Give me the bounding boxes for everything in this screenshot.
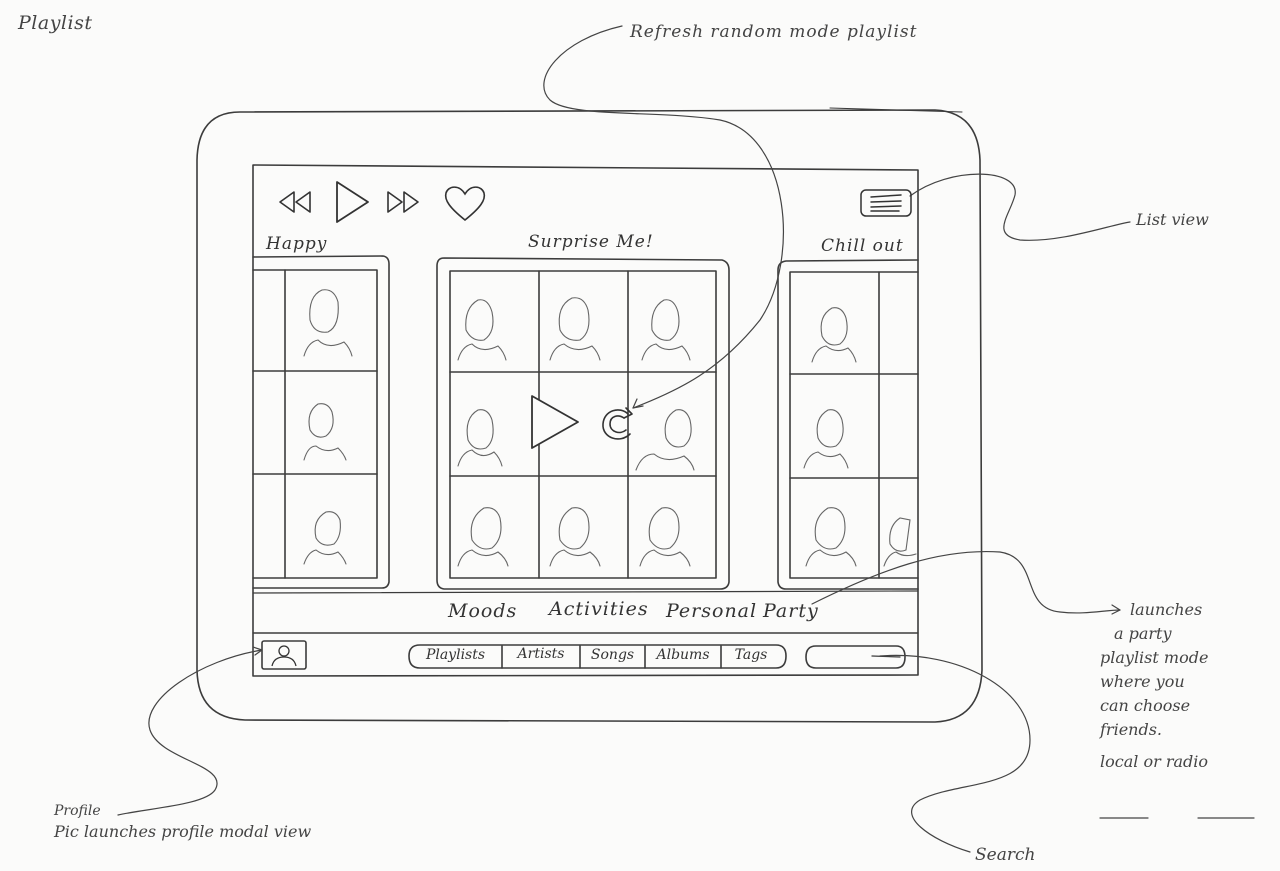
playlist-title-chill-out[interactable]: Chill out: [821, 236, 904, 256]
playlist-title-surprise-me[interactable]: Surprise Me!: [528, 232, 654, 252]
refresh-leader: [543, 25, 784, 409]
list-view-leader: [909, 173, 1131, 241]
play-icon[interactable]: [332, 178, 372, 226]
party-note-radio: radio: [1165, 752, 1209, 771]
screen-frame: [252, 164, 919, 677]
tab-songs[interactable]: Songs: [590, 647, 635, 663]
fast-forward-icon[interactable]: [384, 188, 424, 216]
category-moods[interactable]: Moods: [448, 600, 518, 622]
playlist-title-happy[interactable]: Happy: [266, 234, 328, 254]
party-leader: [811, 550, 1121, 614]
party-note-line-4: where you: [1100, 672, 1185, 691]
player-controls: [276, 178, 491, 226]
heart-icon[interactable]: [442, 182, 488, 224]
search-input[interactable]: [810, 648, 874, 666]
party-note-line-2: a party: [1114, 624, 1172, 643]
party-note-or: or: [1143, 752, 1161, 771]
refresh-annotation: Refresh random mode playlist: [630, 22, 918, 42]
category-party[interactable]: Party: [763, 600, 819, 622]
page-title: Playlist: [18, 12, 93, 34]
party-note-line-1: launches: [1130, 600, 1203, 619]
list-view-icon[interactable]: [859, 188, 913, 218]
playlist-card-happy[interactable]: [253, 257, 389, 588]
library-tab-bar: Playlists Artists Songs Albums Tags: [409, 645, 786, 668]
tab-tags[interactable]: Tags: [734, 647, 768, 663]
party-note-line-5: can choose: [1100, 696, 1191, 715]
category-activities[interactable]: Activities: [549, 598, 649, 620]
party-note-modes: local or radio: [1100, 750, 1275, 774]
profile-leader: [117, 649, 263, 816]
refresh-icon[interactable]: [596, 402, 640, 446]
profile-annotation-title: Profile: [54, 803, 101, 819]
tab-artists[interactable]: Artists: [517, 646, 565, 662]
profile-avatar-icon[interactable]: [262, 641, 306, 669]
category-personal[interactable]: Personal: [666, 600, 758, 622]
tablet-frame: [196, 109, 983, 723]
search-annotation: Search: [975, 845, 1036, 865]
rewind-icon[interactable]: [276, 188, 316, 216]
party-annotation: launches a party playlist mode where you…: [1100, 598, 1275, 774]
tab-playlists[interactable]: Playlists: [425, 647, 486, 663]
list-view-annotation: List view: [1136, 210, 1209, 229]
search-leader: [879, 654, 1031, 853]
profile-annotation-text: Pic launches profile modal view: [54, 822, 312, 841]
party-note-line-6: friends.: [1100, 720, 1162, 739]
tab-albums[interactable]: Albums: [656, 647, 710, 663]
party-note-local: local: [1100, 752, 1139, 771]
surprise-play-icon[interactable]: [528, 392, 584, 454]
playlist-card-chill-out[interactable]: [778, 260, 918, 589]
party-note-line-3: playlist mode: [1100, 648, 1209, 667]
